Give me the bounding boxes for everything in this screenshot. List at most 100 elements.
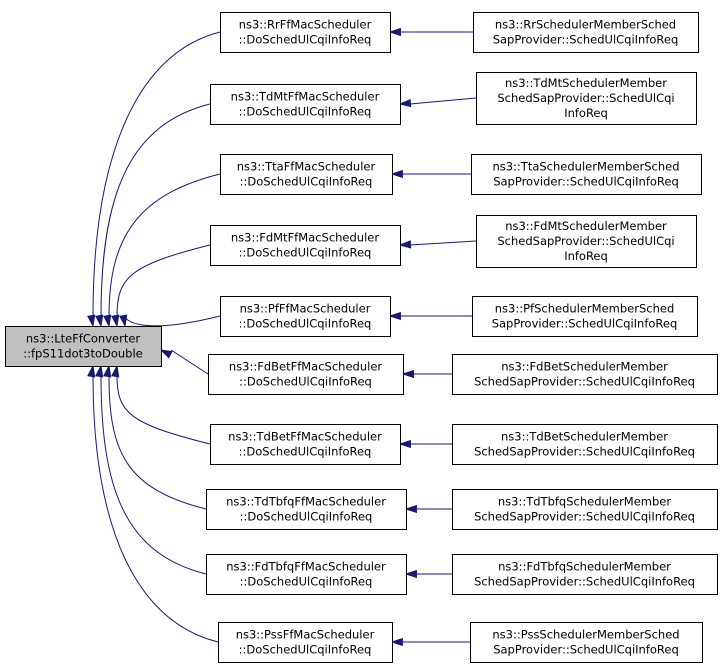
scheduler-node-label-line: ns3::FdTbfqFfMacScheduler xyxy=(226,560,386,574)
scheduler-node[interactable]: ns3::RrFfMacScheduler::DoSchedUlCqiInfoR… xyxy=(220,12,391,53)
scheduler-node[interactable]: ns3::TtaFfMacScheduler::DoSchedUlCqiInfo… xyxy=(220,154,393,195)
scheduler-node-box xyxy=(220,154,393,195)
scheduler-node-box xyxy=(220,12,391,53)
scheduler-node-box xyxy=(210,424,401,465)
edge-scheduler-to-root xyxy=(124,315,221,327)
provider-node-box xyxy=(452,354,718,395)
arrowhead xyxy=(159,349,173,359)
provider-node-label-line: InfoReq xyxy=(564,249,608,263)
arrowhead xyxy=(111,364,120,378)
arrowhead xyxy=(119,314,128,328)
provider-node[interactable]: ns3::FdBetSchedulerMemberSchedSapProvide… xyxy=(452,354,718,395)
scheduler-node-box xyxy=(206,554,407,595)
provider-node[interactable]: ns3::PssSchedulerMemberSchedSapProvider:… xyxy=(470,622,703,663)
scheduler-node-label-line: ::DoSchedUlCqiInfoReq xyxy=(240,175,373,189)
scheduler-node[interactable]: ns3::PssFfMacScheduler::DoSchedUlCqiInfo… xyxy=(218,622,393,663)
arrowhead xyxy=(95,364,104,378)
provider-node-label-line: SchedSapProvider::SchedUlCqiInfoReq xyxy=(474,445,695,459)
root-node[interactable]: ns3::LteFfConverter::fpS11dot3toDouble xyxy=(5,326,162,367)
provider-node-label-line: SchedSapProvider::SchedUlCqiInfoReq xyxy=(474,510,695,524)
edge-scheduler-to-root xyxy=(116,375,211,445)
provider-node-box xyxy=(476,72,697,125)
provider-node[interactable]: ns3::FdTbfqSchedulerMemberSchedSapProvid… xyxy=(452,554,718,595)
arrowhead xyxy=(390,169,403,179)
scheduler-node[interactable]: ns3::FdBetFfMacScheduler::DoSchedUlCqiIn… xyxy=(208,354,404,395)
edge-provider-to-scheduler xyxy=(409,97,477,105)
nodes: ns3::LteFfConverter::fpS11dot3toDoublens… xyxy=(5,12,718,663)
scheduler-node-label-line: ::DoSchedUlCqiInfoReq xyxy=(239,105,372,119)
scheduler-node-label-line: ns3::TdBetFfMacScheduler xyxy=(228,430,382,444)
edge-scheduler-to-root xyxy=(170,349,209,375)
provider-node-label-line: SapProvider::SchedUlCqiInfoReq xyxy=(493,643,679,657)
root-node-box xyxy=(5,326,162,367)
provider-node-label-line: ns3::TtaSchedulerMemberSched xyxy=(492,160,679,174)
provider-node-label-line: SchedSapProvider::SchedUlCqiInfoReq xyxy=(474,575,695,589)
scheduler-node-box xyxy=(208,354,404,395)
edge-scheduler-to-root xyxy=(100,375,207,575)
scheduler-node-label-line: ::DoSchedUlCqiInfoReq xyxy=(239,375,372,389)
edge-provider-to-scheduler xyxy=(409,240,477,246)
scheduler-node-label-line: ::DoSchedUlCqiInfoReq xyxy=(239,643,372,657)
provider-node-label-line: SapProvider::SchedUlCqiInfoReq xyxy=(493,33,679,47)
provider-node-box xyxy=(470,622,703,663)
provider-node[interactable]: ns3::FdMtSchedulerMemberSchedSapProvider… xyxy=(476,215,697,268)
provider-node-label-line: ns3::PssSchedulerMemberSched xyxy=(492,628,679,642)
provider-node-label-line: ns3::FdBetSchedulerMember xyxy=(501,360,668,374)
edge-scheduler-to-root xyxy=(100,103,211,317)
edge-scheduler-to-root xyxy=(116,244,211,317)
arrowhead xyxy=(103,314,112,328)
provider-node-box xyxy=(472,296,698,337)
provider-node[interactable]: ns3::PfSchedulerMemberSchedSapProvider::… xyxy=(472,296,698,337)
scheduler-node[interactable]: ns3::TdBetFfMacScheduler::DoSchedUlCqiIn… xyxy=(210,424,401,465)
provider-node[interactable]: ns3::RrSchedulerMemberSchedSapProvider::… xyxy=(473,12,699,53)
provider-node-label-line: SchedSapProvider::SchedUlCqi xyxy=(497,91,674,105)
scheduler-node-box xyxy=(210,84,401,125)
scheduler-node[interactable]: ns3::TdMtFfMacScheduler::DoSchedUlCqiInf… xyxy=(210,84,401,125)
provider-node-label-line: ns3::RrSchedulerMemberSched xyxy=(495,18,676,32)
scheduler-node[interactable]: ns3::TdTbfqFfMacScheduler::DoSchedUlCqiI… xyxy=(206,489,407,530)
scheduler-node-label-line: ::DoSchedUlCqiInfoReq xyxy=(240,510,373,524)
provider-node-box xyxy=(452,424,718,465)
scheduler-node-box xyxy=(210,225,401,266)
edge-scheduler-to-root xyxy=(108,375,207,510)
provider-node-box xyxy=(473,12,699,53)
provider-node-label-line: InfoReq xyxy=(564,106,608,120)
arrowhead xyxy=(398,98,412,108)
scheduler-node-label-line: ::DoSchedUlCqiInfoReq xyxy=(239,317,372,331)
scheduler-node[interactable]: ns3::FdTbfqFfMacScheduler::DoSchedUlCqiI… xyxy=(206,554,407,595)
arrowhead xyxy=(103,364,112,378)
scheduler-node-label-line: ::DoSchedUlCqiInfoReq xyxy=(240,575,373,589)
arrowhead xyxy=(404,504,417,514)
provider-node-box xyxy=(476,215,697,268)
scheduler-node[interactable]: ns3::FdMtFfMacScheduler::DoSchedUlCqiInf… xyxy=(210,225,401,266)
provider-node[interactable]: ns3::TdBetSchedulerMemberSchedSapProvide… xyxy=(452,424,718,465)
provider-node-label-line: ns3::TdBetSchedulerMember xyxy=(501,430,668,444)
provider-node-box xyxy=(471,154,702,195)
arrowhead xyxy=(404,569,417,579)
scheduler-node-label-line: ns3::PfFfMacScheduler xyxy=(240,302,371,316)
edge-scheduler-to-root xyxy=(108,173,221,317)
arrowhead xyxy=(388,27,401,37)
provider-node-box xyxy=(452,554,718,595)
scheduler-node-label-line: ns3::PssFfMacScheduler xyxy=(236,628,375,642)
provider-node-label-line: ns3::PfSchedulerMemberSched xyxy=(495,302,675,316)
edge-scheduler-to-root xyxy=(92,375,219,643)
scheduler-node-label-line: ns3::TdTbfqFfMacScheduler xyxy=(226,495,386,509)
scheduler-node-label-line: ns3::TtaFfMacScheduler xyxy=(237,160,376,174)
root-node-label-line: ns3::LteFfConverter xyxy=(26,332,141,346)
provider-node-label-line: ns3::TdMtSchedulerMember xyxy=(505,76,667,90)
provider-node[interactable]: ns3::TtaSchedulerMemberSchedSapProvider:… xyxy=(471,154,702,195)
arrowhead xyxy=(111,314,120,328)
provider-node[interactable]: ns3::TdTbfqSchedulerMemberSchedSapProvid… xyxy=(452,489,718,530)
edge-scheduler-to-root xyxy=(92,31,221,317)
provider-node[interactable]: ns3::TdMtSchedulerMemberSchedSapProvider… xyxy=(476,72,697,125)
provider-node-box xyxy=(452,489,718,530)
provider-node-label-line: SchedSapProvider::SchedUlCqiInfoReq xyxy=(474,375,695,389)
scheduler-node-label-line: ::DoSchedUlCqiInfoReq xyxy=(239,246,372,260)
arrowhead xyxy=(398,439,411,449)
scheduler-node[interactable]: ns3::PfFfMacScheduler::DoSchedUlCqiInfoR… xyxy=(220,296,391,337)
provider-node-label-line: SchedSapProvider::SchedUlCqi xyxy=(497,234,674,248)
provider-node-label-line: SapProvider::SchedUlCqiInfoReq xyxy=(492,317,678,331)
arrowhead xyxy=(95,314,104,328)
scheduler-node-label-line: ns3::TdMtFfMacScheduler xyxy=(231,90,380,104)
